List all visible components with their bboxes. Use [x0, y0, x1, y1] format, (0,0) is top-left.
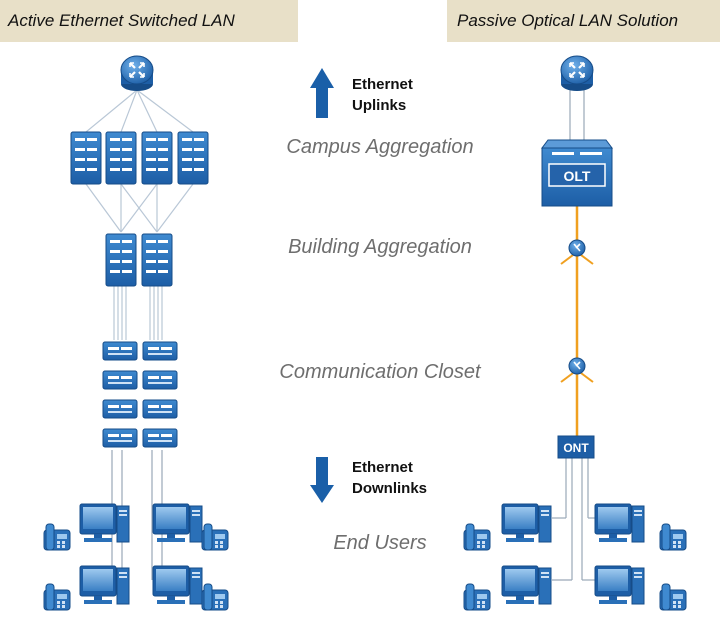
downlink-arrow-icon: [310, 457, 334, 503]
ip-phone-icon: [201, 523, 229, 551]
downlinks-label-line1: Ethernet: [352, 459, 413, 476]
closet-switch-icon: [102, 428, 138, 448]
olt-device: OLT: [541, 139, 613, 207]
ip-phone-icon: [43, 523, 71, 551]
desktop-computer-icon: [501, 565, 552, 605]
ont-device: ONT: [557, 435, 595, 459]
downlinks-label: Ethernet Downlinks: [352, 457, 427, 499]
ip-phone-icon: [201, 583, 229, 611]
ip-phone-icon: [659, 523, 687, 551]
campus-switch-icon: [70, 131, 102, 185]
desktop-computer-icon: [152, 503, 203, 543]
building-switch-icon: [141, 233, 173, 287]
tier-communication-closet: Communication Closet: [279, 361, 481, 383]
desktop-computer-icon: [79, 565, 130, 605]
campus-switch-icon: [177, 131, 209, 185]
closet-switch-icon: [102, 370, 138, 390]
core-router-icon-right: [559, 54, 595, 93]
active-ethernet-wiring: [85, 89, 194, 580]
uplink-arrow-icon: [310, 68, 334, 118]
tier-building-aggregation: Building Aggregation: [288, 236, 472, 258]
tier-campus-aggregation: Campus Aggregation: [286, 136, 474, 158]
closet-switch-icon: [142, 341, 178, 361]
core-router-icon-left: [119, 54, 155, 93]
ont-label: ONT: [563, 441, 589, 455]
downlinks-label-line2: Downlinks: [352, 480, 428, 497]
desktop-computer-icon: [594, 565, 645, 605]
building-switch-icon: [105, 233, 137, 287]
closet-switch-icon: [142, 428, 178, 448]
ip-phone-icon: [463, 583, 491, 611]
desktop-computer-icon: [594, 503, 645, 543]
desktop-computer-icon: [152, 565, 203, 605]
campus-switch-icon: [141, 131, 173, 185]
closet-switch-icon: [142, 370, 178, 390]
active-ethernet-title: Active Ethernet Switched LAN: [0, 0, 298, 42]
olt-label: OLT: [564, 168, 591, 184]
ip-phone-icon: [659, 583, 687, 611]
closet-switch-icon: [142, 399, 178, 419]
passive-optical-title: Passive Optical LAN Solution: [447, 0, 720, 42]
ip-phone-icon: [43, 583, 71, 611]
desktop-computer-icon: [501, 503, 552, 543]
closet-switch-icon: [102, 341, 138, 361]
uplinks-label-line2: Uplinks: [352, 97, 407, 114]
tier-end-users: End Users: [333, 532, 427, 554]
campus-switch-icon: [105, 131, 137, 185]
uplinks-label-line1: Ethernet: [352, 76, 413, 93]
uplinks-label: Ethernet Uplinks: [352, 74, 413, 116]
ip-phone-icon: [463, 523, 491, 551]
closet-switch-icon: [102, 399, 138, 419]
desktop-computer-icon: [79, 503, 130, 543]
